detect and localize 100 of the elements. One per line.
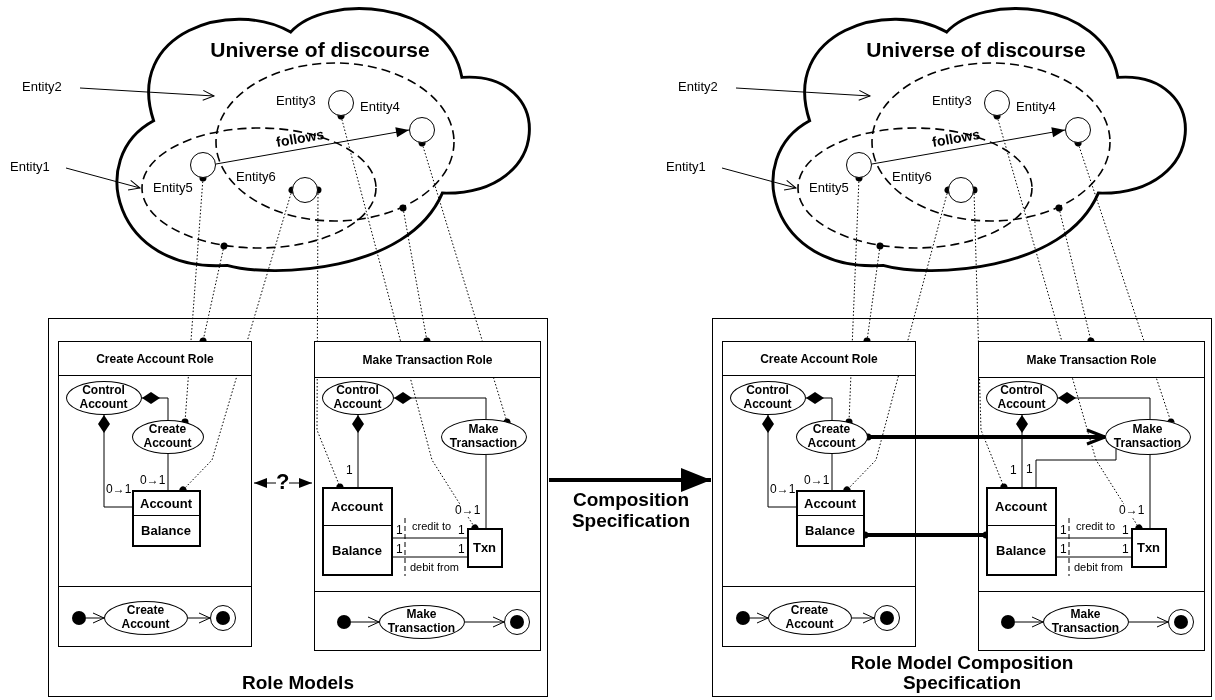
class-box: [131, 489, 201, 547]
cloud-title: Universe of discourse: [866, 38, 1086, 63]
composition-arrow: [549, 468, 711, 492]
initial-state: [1000, 614, 1015, 629]
class-name: Account: [803, 494, 857, 513]
class-name: Account: [139, 494, 193, 513]
association-line: [392, 537, 468, 539]
composition-line: [98, 414, 133, 508]
class-attribute: Balance: [140, 522, 192, 540]
role-panel: [978, 341, 1205, 651]
entity-name: Entity5: [153, 181, 193, 196]
entity-circle: [328, 90, 354, 116]
activity-ellipse: Make Transaction: [1042, 604, 1129, 639]
entity-circle: [984, 90, 1010, 116]
relationship-arrow: [871, 127, 1066, 165]
leader-arrow: [735, 87, 871, 101]
role-ellipse: Control Account: [985, 380, 1058, 415]
role-ellipse: Create Account: [131, 419, 204, 454]
panel-header: Create Account Role: [723, 342, 915, 376]
transition-arrow: [85, 612, 105, 624]
transition-arrow: [350, 616, 380, 628]
association-line: [1035, 448, 1117, 488]
association-line: [485, 454, 487, 529]
activity-ellipse: Create Account: [103, 600, 188, 635]
final-state: [209, 604, 236, 631]
edge-label: debit from: [410, 561, 459, 574]
association-line: [1149, 454, 1151, 529]
entity-circle: [292, 177, 318, 203]
initial-state: [735, 610, 750, 625]
activity-ellipse: Create Account: [767, 600, 852, 635]
initial-state: [71, 610, 86, 625]
edge-label: credit to: [1076, 520, 1116, 533]
edge-label: 0→1: [1119, 504, 1145, 518]
entity-label: Entity2: [678, 79, 718, 97]
class-box: Txn: [1130, 527, 1167, 568]
class-box: [795, 489, 865, 547]
composition-line: [1016, 414, 1028, 488]
class-attribute: Balance: [331, 541, 383, 560]
edge-label: Composition Specification: [570, 490, 692, 532]
initial-state: [336, 614, 351, 629]
entity-name: Entity4: [360, 100, 400, 115]
role-ellipse: Make Transaction: [440, 418, 527, 455]
final-state: [873, 604, 900, 631]
class-box: Txn: [466, 527, 503, 568]
edge-label: credit to: [412, 520, 452, 533]
role-ellipse: Create Account: [795, 419, 868, 454]
entity-circle: [409, 117, 435, 143]
entity-circle: [846, 152, 872, 178]
leader-arrow: [721, 167, 797, 191]
entity-circle: [1065, 117, 1091, 143]
entity-label: Entity1: [10, 159, 50, 177]
transition-arrow: [1014, 616, 1044, 628]
transition-arrow: [749, 612, 769, 624]
cloud-title: Universe of discourse: [210, 38, 430, 63]
composition-line: [805, 392, 833, 421]
association-line: [1056, 537, 1132, 539]
role-ellipse: Control Account: [729, 380, 806, 415]
role-panel: [722, 341, 916, 647]
panel-header: Create Account Role: [59, 342, 251, 376]
entity-circle: [948, 177, 974, 203]
final-state: [1167, 608, 1194, 635]
role-panel: [58, 341, 252, 647]
transition-arrow: [851, 612, 875, 624]
edge-label: follows: [931, 126, 982, 151]
entity-name: Entity4: [1016, 100, 1056, 115]
role-ellipse: Control Account: [321, 380, 394, 415]
composition-line: [141, 392, 169, 421]
association-line: [167, 453, 169, 491]
composition-line: [1057, 392, 1151, 420]
edge-label: debit from: [1074, 561, 1123, 574]
class-name: Account: [330, 498, 384, 516]
edge-label: 0→1: [455, 504, 481, 518]
association-line: [392, 556, 468, 558]
entity-name: Entity3: [276, 94, 316, 109]
entity-label: Entity2: [22, 79, 62, 97]
class-attribute: Balance: [804, 522, 856, 540]
role-ellipse: Make Transaction: [1104, 418, 1191, 455]
class-box: [321, 486, 393, 576]
entity-name: Entity6: [236, 170, 276, 185]
entity-circle: [190, 152, 216, 178]
panel-header: Make Transaction Role: [979, 342, 1204, 378]
transition-arrow: [187, 612, 211, 624]
entity-name: Entity5: [809, 181, 849, 196]
transition-arrow: [464, 616, 505, 628]
class-name: Account: [994, 498, 1048, 516]
edge-label: follows: [275, 126, 326, 151]
entity-name: Entity3: [932, 94, 972, 109]
panel-header: Make Transaction Role: [315, 342, 540, 378]
leader-arrow: [65, 167, 141, 191]
entity-label: Entity1: [666, 159, 706, 177]
bidirectional-arrow: [253, 478, 313, 488]
role-panel: [314, 341, 541, 651]
transition-arrow: [1128, 616, 1169, 628]
frame-box: [712, 318, 1212, 697]
composition-line: [352, 414, 364, 488]
class-attribute: Balance: [995, 541, 1047, 560]
role-ellipse: Control Account: [65, 380, 142, 415]
association-line: [1056, 556, 1132, 558]
final-state: [503, 608, 530, 635]
leader-arrow: [79, 87, 215, 101]
